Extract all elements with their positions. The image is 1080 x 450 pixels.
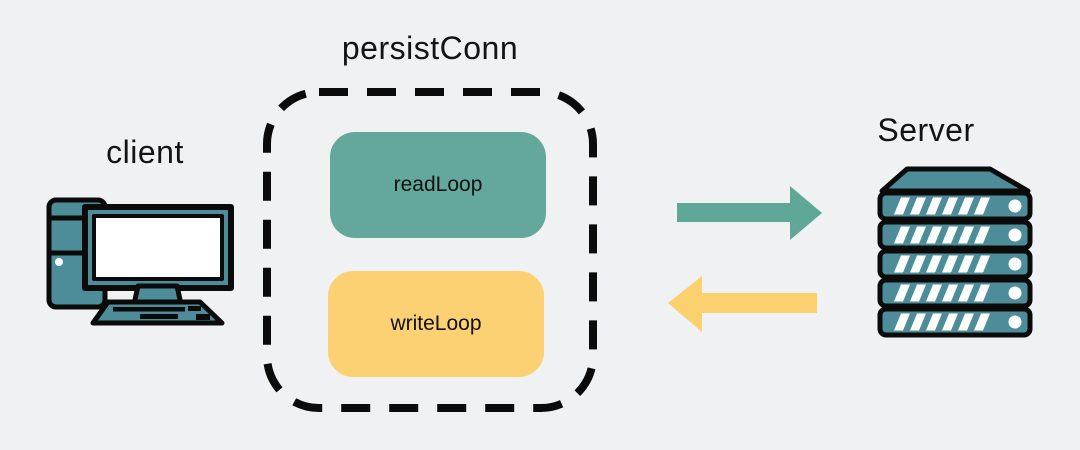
writeloop-label: writeLoop [390, 312, 482, 335]
request-right-arrow-icon [677, 186, 822, 240]
computer-shapes [46, 197, 234, 326]
server-rack-icon [876, 166, 1034, 338]
persistconn-title: persistConn [341, 30, 519, 66]
response-left-arrow-icon [668, 276, 817, 332]
readloop-label: readLoop [393, 173, 483, 196]
persistconn-dashed-boundary [263, 88, 597, 412]
desktop-computer-icon [46, 197, 234, 326]
writeloop-node: writeLoop [328, 271, 544, 377]
readloop-node: readLoop [330, 132, 546, 238]
client-label: client [106, 134, 184, 170]
server-shapes [880, 166, 1030, 335]
server-label: Server [877, 112, 975, 148]
